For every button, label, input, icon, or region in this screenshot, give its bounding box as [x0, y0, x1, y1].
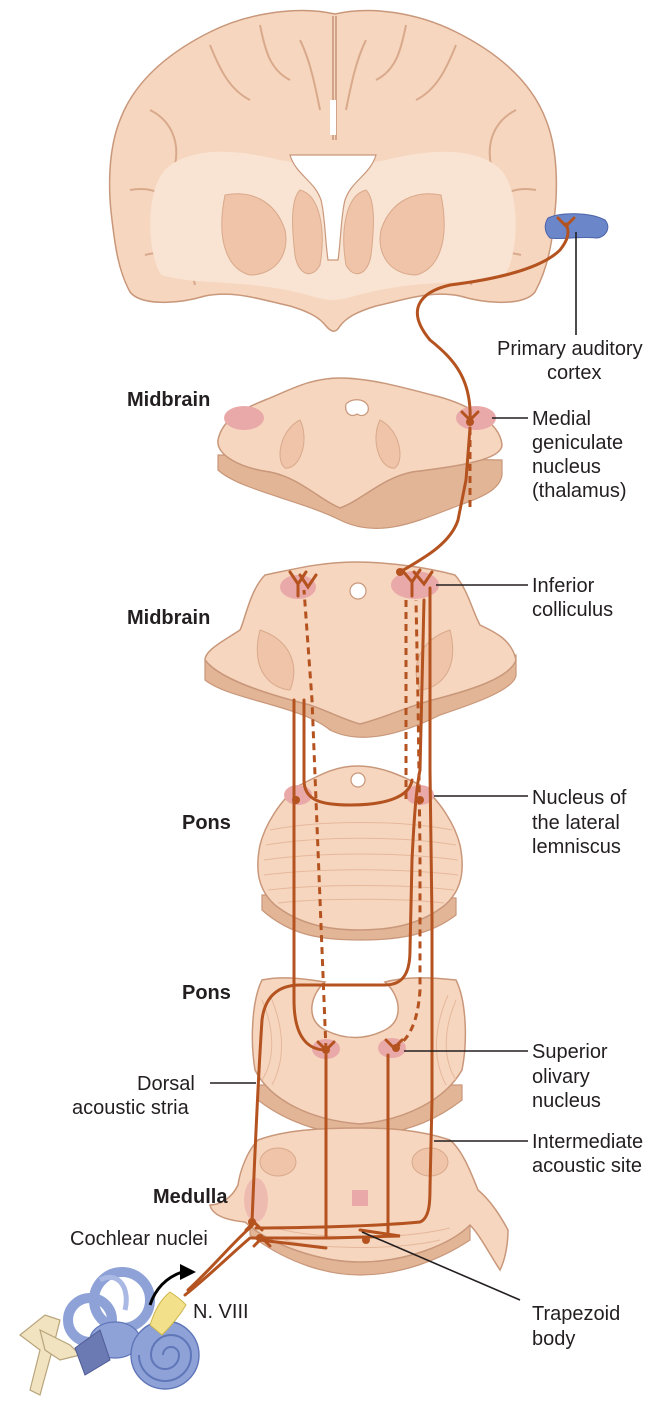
label-lateral-lemniscus-3: lemniscus — [532, 836, 621, 858]
label-medial-geniculate-4: (thalamus) — [532, 480, 626, 502]
label-pons-lower: Pons — [182, 982, 231, 1004]
label-superior-olivary-3: nucleus — [532, 1090, 601, 1112]
label-nerve-viii: N. VIII — [193, 1301, 249, 1323]
label-inferior-colliculus-1: Inferior — [532, 575, 595, 597]
label-medial-geniculate-3: nucleus — [532, 456, 601, 478]
label-medial-geniculate-2: geniculate — [532, 432, 623, 454]
label-cochlear-nuclei: Cochlear nuclei — [70, 1228, 208, 1250]
label-trapezoid-2: body — [532, 1328, 575, 1350]
label-intermediate-site-2: acoustic site — [532, 1155, 642, 1177]
label-primary-auditory-cortex-1: Primary auditory — [497, 338, 643, 360]
medial-geniculate-nucleus — [456, 406, 496, 430]
label-intermediate-site-1: Intermediate — [532, 1131, 643, 1153]
labels: Primary auditory cortex Midbrain Medial … — [70, 338, 643, 1350]
trapezoid-body-mark — [352, 1190, 368, 1206]
lower-pons-section — [251, 977, 467, 1136]
label-midbrain-upper: Midbrain — [127, 389, 210, 411]
upper-midbrain-section — [217, 377, 503, 529]
vestibulocochlear-nerve — [149, 1291, 187, 1336]
label-medial-geniculate-1: Medial — [532, 408, 591, 430]
lateral-lemniscus-nucleus — [406, 785, 434, 805]
label-dorsal-stria-2: acoustic stria — [72, 1097, 190, 1119]
sound-input-arrow — [148, 1264, 196, 1306]
label-superior-olivary-1: Superior — [532, 1041, 608, 1063]
label-trapezoid-1: Trapezoid — [532, 1303, 620, 1325]
label-superior-olivary-2: olivary — [532, 1066, 590, 1088]
inner-ear — [19, 1267, 200, 1396]
label-dorsal-stria-1: Dorsal — [137, 1073, 195, 1095]
label-midbrain-lower: Midbrain — [127, 607, 210, 629]
label-pons-upper: Pons — [182, 812, 231, 834]
cerebrum-section — [108, 9, 609, 332]
label-inferior-colliculus-2: colliculus — [532, 599, 613, 621]
lower-midbrain-section — [204, 561, 517, 738]
label-lateral-lemniscus-1: Nucleus of — [532, 787, 627, 809]
leader-lines — [210, 232, 577, 1301]
auditory-pathways — [183, 216, 576, 1297]
label-medulla: Medulla — [153, 1186, 228, 1208]
label-lateral-lemniscus-2: the lateral — [532, 812, 620, 834]
label-primary-auditory-cortex-2: cortex — [547, 362, 601, 384]
